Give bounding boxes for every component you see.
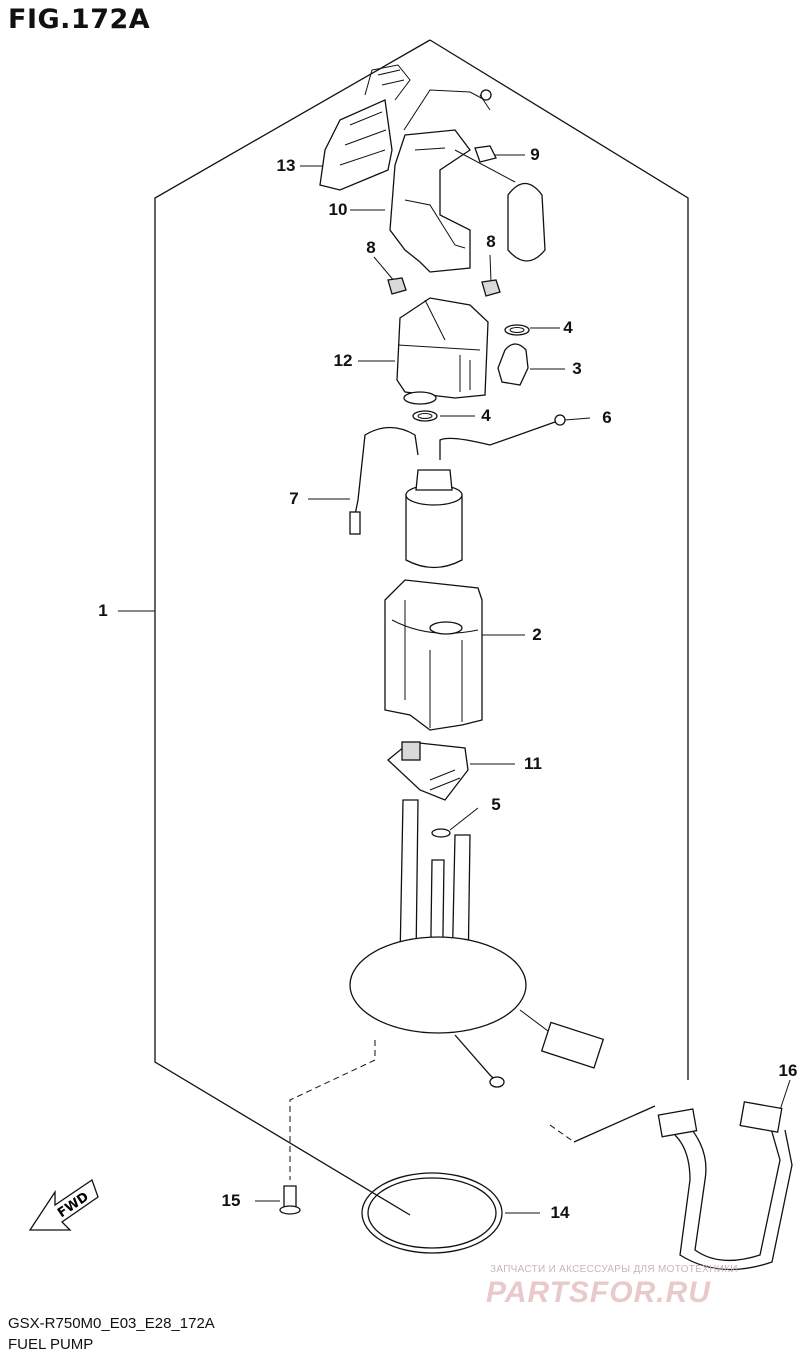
- callout-8-right: 8: [486, 232, 496, 251]
- part-8-screw-left: [387, 277, 407, 295]
- callout-10: 10: [328, 200, 348, 219]
- pump-base-plate: [349, 799, 605, 1088]
- part-14-gasket: [361, 1172, 503, 1254]
- callout-15: 15: [221, 1191, 241, 1210]
- callout-6: 6: [602, 408, 612, 427]
- figure-caption: FUEL PUMP: [8, 1336, 94, 1353]
- part-5-oring: [431, 828, 451, 838]
- assembly-outline: [154, 39, 689, 1216]
- callout-12: 12: [333, 351, 353, 370]
- leader-lines: [118, 154, 791, 1214]
- part-9-clip: [454, 145, 516, 183]
- float-part: [507, 182, 546, 262]
- fuel-pump-motor: [405, 469, 463, 569]
- part-11-filter: [387, 741, 469, 801]
- callout-13: 13: [276, 156, 296, 175]
- callout-9: 9: [530, 145, 540, 164]
- part-10-sender-bracket: [389, 89, 492, 273]
- watermark-logo: PARTSFOR.RU: [486, 1276, 711, 1309]
- callout-16: 16: [778, 1061, 798, 1080]
- dashed-guides: [289, 1040, 575, 1180]
- callout-2: 2: [532, 625, 542, 644]
- callout-3: 3: [572, 359, 582, 378]
- part-13-bracket: [319, 64, 411, 191]
- figure-title: FIG.172A: [8, 4, 151, 35]
- part-2-pump-holder: [384, 579, 483, 731]
- callout-11: 11: [524, 754, 542, 773]
- callout-4-upper: 4: [563, 318, 573, 337]
- callout-7: 7: [289, 489, 299, 508]
- figure-code: GSX-R750M0_E03_E28_172A: [8, 1315, 215, 1332]
- part-3-regulator: [497, 343, 529, 386]
- callout-8-left: 8: [366, 238, 376, 257]
- part-8-screw-right: [481, 279, 501, 297]
- part-6-lead-wire: [439, 414, 566, 460]
- callout-1: 1: [98, 601, 108, 620]
- part-4-oring-lower: [412, 410, 438, 422]
- part-4-oring-upper: [504, 324, 530, 336]
- watermark-tagline: ЗАПЧАСТИ И АКСЕССУАРЫ ДЛЯ МОТОТЕХНИКИ: [490, 1264, 738, 1275]
- part-16-hose: [657, 1101, 793, 1271]
- callout-4-lower: 4: [481, 406, 491, 425]
- part-12-housing: [396, 297, 489, 405]
- callout-5: 5: [491, 795, 501, 814]
- part-7-lead-wire: [349, 426, 419, 535]
- part-15-bolt: [279, 1185, 301, 1215]
- fwd-arrow-icon: FWD: [28, 1178, 99, 1231]
- callout-14: 14: [550, 1203, 570, 1222]
